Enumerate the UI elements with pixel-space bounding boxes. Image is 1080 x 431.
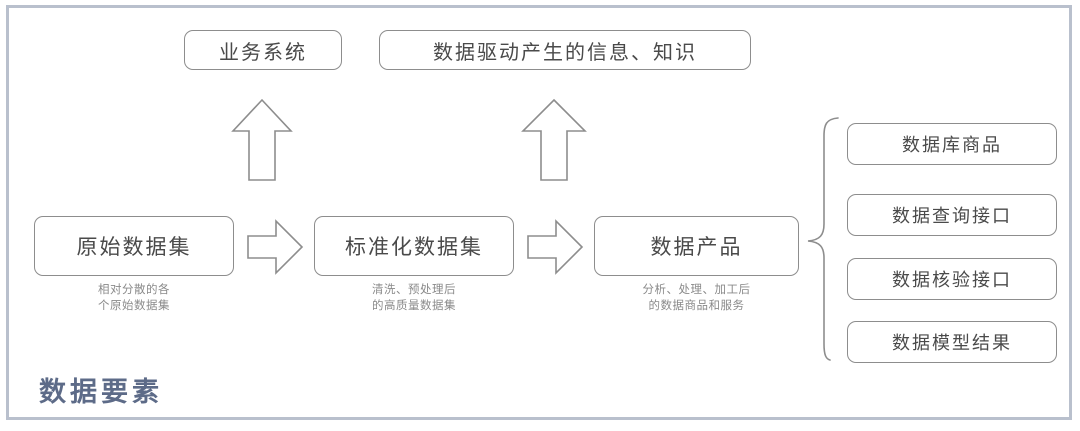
node-data-model-result-label: 数据模型结果 bbox=[892, 333, 1012, 353]
node-raw-dataset[interactable]: 原始数据集 bbox=[34, 216, 234, 276]
node-data-verification-api-label: 数据核验接口 bbox=[892, 270, 1012, 290]
block-arrow-right-icon bbox=[247, 219, 304, 275]
node-database-commodity[interactable]: 数据库商品 bbox=[847, 123, 1057, 165]
node-data-model-result[interactable]: 数据模型结果 bbox=[847, 321, 1057, 363]
caption-standardized-dataset: 清洗、预处理后 的高质量数据集 bbox=[372, 284, 456, 312]
node-standardized-dataset-label: 标准化数据集 bbox=[345, 235, 483, 259]
caption-raw-dataset: 相对分散的各 个原始数据集 bbox=[98, 284, 170, 312]
block-arrow-right-icon bbox=[527, 219, 584, 275]
node-data-query-api[interactable]: 数据查询接口 bbox=[847, 194, 1057, 236]
node-data-driven-knowledge[interactable]: 数据驱动产生的信息、知识 bbox=[379, 30, 751, 70]
node-database-commodity-label: 数据库商品 bbox=[902, 135, 1002, 155]
caption-data-product: 分析、处理、加工后 的数据商品和服务 bbox=[642, 284, 751, 312]
curly-brace-left-icon bbox=[807, 117, 839, 361]
node-business-system[interactable]: 业务系统 bbox=[184, 30, 342, 70]
diagram-title: 数据要素 bbox=[39, 377, 163, 407]
diagram-frame: 业务系统 数据驱动产生的信息、知识 原始数据集 相对分散的各 个原始数据集 标准… bbox=[6, 5, 1072, 420]
node-raw-dataset-label: 原始数据集 bbox=[76, 235, 192, 259]
node-data-product-label: 数据产品 bbox=[650, 235, 743, 259]
node-business-system-label: 业务系统 bbox=[219, 41, 307, 64]
node-data-driven-knowledge-label: 数据驱动产生的信息、知识 bbox=[433, 41, 697, 64]
node-data-product[interactable]: 数据产品 bbox=[594, 216, 799, 276]
node-data-query-api-label: 数据查询接口 bbox=[892, 206, 1012, 226]
node-data-verification-api[interactable]: 数据核验接口 bbox=[847, 258, 1057, 300]
block-arrow-up-icon bbox=[231, 98, 293, 181]
block-arrow-up-icon bbox=[521, 98, 587, 181]
node-standardized-dataset[interactable]: 标准化数据集 bbox=[314, 216, 514, 276]
